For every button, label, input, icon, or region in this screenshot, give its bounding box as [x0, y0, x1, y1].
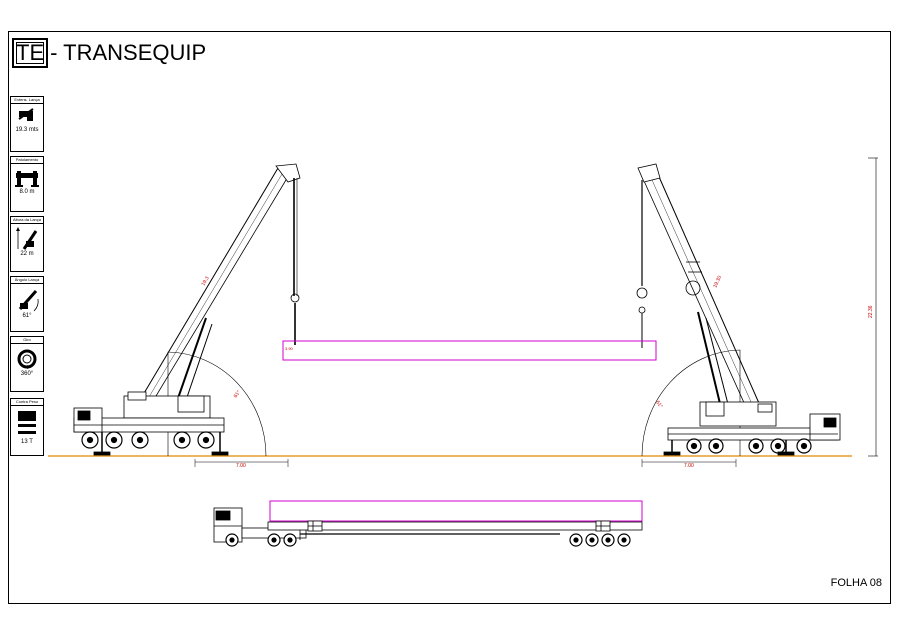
transport-truck: [213, 500, 643, 547]
right-radius-label: 7.00: [684, 463, 694, 469]
left-crane: [73, 163, 301, 467]
company-name: - TRANSEQUIP: [50, 40, 207, 65]
suspended-load: [282, 340, 657, 361]
boom-angle-icon: [11, 287, 43, 313]
drawing-frame: [8, 31, 891, 604]
panel-boom-angle: Ângulo Lança 61°: [10, 276, 44, 332]
rotation-icon: [11, 347, 43, 371]
panel-value: 8.0 m: [19, 189, 35, 195]
panel-title: Altura da Lança: [11, 217, 43, 224]
left-boom-length-label: 19.3: [201, 275, 211, 287]
panel-title: Ângulo Lança: [11, 277, 43, 284]
panel-counterweight: Contra Peso 13 T: [10, 398, 44, 456]
left-angle-label: 61°: [233, 390, 242, 400]
panel-title: Giro: [11, 337, 43, 344]
panel-title: Extens. Lança: [11, 97, 43, 104]
panel-outrigger: Patolamento 8.0 m: [10, 156, 44, 212]
company-logo: TE: [12, 38, 49, 68]
panel-value: 13 T: [21, 439, 33, 445]
panel-boom-extension: Extens. Lança 19.3 mts: [10, 96, 44, 152]
panel-boom-height: Altura da Lança 22 m: [10, 216, 44, 272]
panel-value: 360°: [20, 371, 34, 377]
panel-value: 61°: [22, 313, 32, 319]
right-boom-length-label: 19.30: [712, 275, 723, 289]
panel-value: 22 m: [20, 251, 34, 257]
outrigger-icon: [11, 167, 43, 189]
boom-extension-icon: [11, 107, 43, 123]
counterweight-icon: [11, 409, 43, 439]
sheet-number: FOLHA 08: [830, 577, 882, 589]
panel-value: 19.3 mts: [15, 127, 39, 133]
left-radius-label: 7.00: [236, 463, 246, 469]
right-angle-label: 61°: [654, 400, 663, 410]
load-label: 3.90: [285, 346, 294, 351]
panel-title: Contra Peso: [11, 399, 43, 406]
right-crane: [636, 157, 878, 467]
panel-rotation: Giro 360°: [10, 336, 44, 392]
height-label: 22.36: [868, 305, 874, 318]
panel-title: Patolamento: [11, 157, 43, 164]
title-block: TE - TRANSEQUIP: [12, 38, 206, 68]
boom-height-icon: [11, 227, 43, 251]
